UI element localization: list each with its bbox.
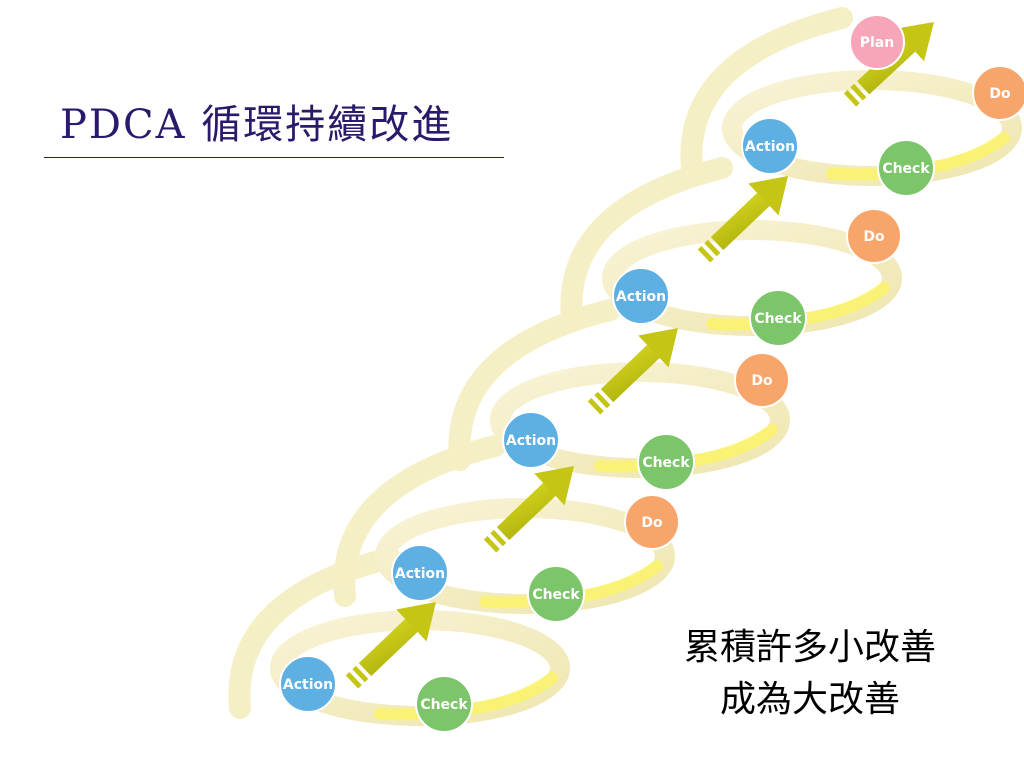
caption: 累積許多小改善 成為大改善 (640, 622, 980, 726)
do-bubble-4: Do (846, 208, 902, 264)
caption-line-2: 成為大改善 (719, 679, 900, 720)
action-bubble-4-label: Action (616, 289, 666, 305)
progress-arrow-3 (587, 328, 679, 415)
progress-arrow-4 (697, 176, 789, 263)
title-underline (44, 157, 504, 158)
ring-back-arc (680, 7, 853, 179)
check-bubble-5-label: Check (882, 161, 930, 177)
action-bubble-5: Action (741, 117, 799, 175)
do-bubble-3: Do (734, 352, 790, 408)
ring-highlight (374, 672, 558, 721)
caption-line-1: 累積許多小改善 (683, 627, 936, 668)
plan-bubble-5: Plan (849, 14, 905, 70)
do-bubble-3-label: Do (751, 373, 773, 389)
ring-back-arc (560, 157, 733, 329)
ring-highlight (594, 424, 778, 473)
do-bubble-5-label: Do (989, 86, 1011, 102)
do-bubble-4-label: Do (863, 229, 885, 245)
check-bubble-5: Check (877, 139, 935, 197)
action-bubble-3-label: Action (506, 433, 556, 449)
do-bubble-5: Do (972, 65, 1024, 121)
action-bubble-1: Action (279, 655, 337, 713)
progress-arrow-1 (345, 602, 437, 689)
check-bubble-2: Check (527, 565, 585, 623)
check-bubble-4: Check (749, 289, 807, 347)
ring-highlight (479, 560, 663, 609)
plan-bubble-5-label: Plan (860, 35, 894, 51)
check-bubble-1-label: Check (420, 697, 468, 713)
action-bubble-2: Action (391, 544, 449, 602)
progress-arrow-2 (483, 466, 575, 553)
page-title: PDCA 循環持續改進 (60, 102, 454, 148)
action-bubble-3: Action (502, 411, 560, 469)
do-bubble-2-label: Do (641, 515, 663, 531)
action-bubble-1-label: Action (283, 677, 333, 693)
check-bubble-2-label: Check (532, 587, 580, 603)
check-bubble-3: Check (637, 433, 695, 491)
check-bubble-1: Check (415, 675, 473, 733)
check-bubble-3-label: Check (642, 455, 690, 471)
ring-highlight (826, 132, 1010, 181)
check-bubble-4-label: Check (754, 311, 802, 327)
action-bubble-2-label: Action (395, 566, 445, 582)
action-bubble-5-label: Action (745, 139, 795, 155)
do-bubble-2: Do (624, 494, 680, 550)
action-bubble-4: Action (612, 267, 670, 325)
ring-highlight (706, 282, 890, 331)
